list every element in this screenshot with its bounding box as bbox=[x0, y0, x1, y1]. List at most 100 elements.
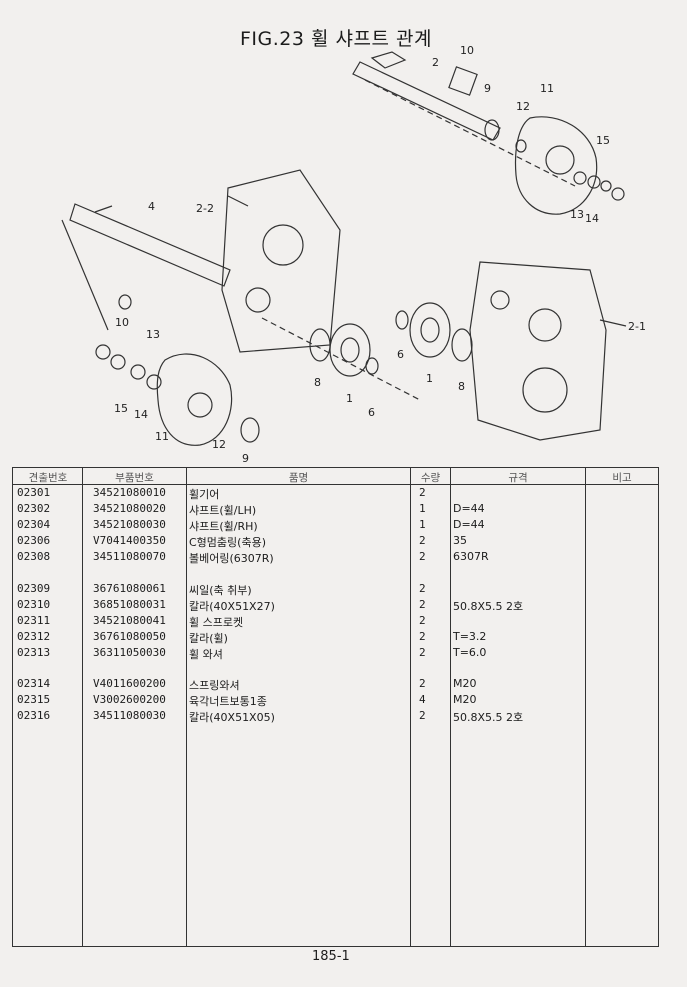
table-row: 02304 34521080030 샤프트(휠/RH) 1 D=44 bbox=[13, 518, 658, 533]
row-quantity: 2 bbox=[419, 598, 426, 611]
row-ref-number: 02315 bbox=[17, 693, 51, 706]
column-header-spec: 규격 bbox=[508, 472, 528, 484]
row-part-name: 육각너트보통1종 bbox=[189, 695, 267, 708]
gear-assembly-drawing bbox=[309, 302, 473, 377]
callout-label: 2 bbox=[432, 56, 439, 69]
callout-label: 10 bbox=[460, 44, 474, 57]
callout-label: 9 bbox=[484, 82, 491, 95]
row-quantity: 2 bbox=[419, 582, 426, 595]
row-quantity: 2 bbox=[419, 534, 426, 547]
row-ref-number: 02312 bbox=[17, 630, 51, 643]
table-header: 견출번호 부품번호 품명 수량 규격 비고 bbox=[13, 468, 658, 485]
callout-label: 13 bbox=[570, 208, 584, 221]
row-spec: 6307R bbox=[453, 550, 489, 563]
row-part-name: 칼라(40X51X05) bbox=[189, 711, 275, 724]
table-row: 02301 34521080010 휠기어 2 bbox=[13, 486, 658, 501]
row-part-name: 샤프트(휠/RH) bbox=[189, 520, 258, 533]
callout-label: 2-1 bbox=[628, 320, 646, 333]
row-spec: D=44 bbox=[453, 518, 485, 531]
row-quantity: 1 bbox=[419, 518, 426, 531]
page-title: FIG.23 휠 샤프트 관계 bbox=[240, 28, 432, 50]
row-part-number: 36761080061 bbox=[93, 582, 166, 595]
row-quantity: 2 bbox=[419, 646, 426, 659]
row-part-number: V4011600200 bbox=[93, 677, 166, 690]
callout-label: 1 bbox=[426, 372, 433, 385]
row-part-number: V7041400350 bbox=[93, 534, 166, 547]
row-ref-number: 02316 bbox=[17, 709, 51, 722]
callout-label: 9 bbox=[242, 452, 249, 465]
row-part-name: 휠 스프로켓 bbox=[189, 616, 244, 629]
row-part-number: 36851080031 bbox=[93, 598, 166, 611]
row-ref-number: 02310 bbox=[17, 598, 51, 611]
row-spec: M20 bbox=[453, 693, 477, 706]
row-quantity: 2 bbox=[419, 486, 426, 499]
row-part-name: 볼베어링(6307R) bbox=[189, 552, 274, 565]
callout-label: 2-2 bbox=[196, 202, 214, 215]
parts-table: 견출번호 부품번호 품명 수량 규격 비고 02301 34521080010 휠기… bbox=[12, 467, 659, 947]
row-part-number: 36311050030 bbox=[93, 646, 166, 659]
row-quantity: 4 bbox=[419, 693, 426, 706]
row-quantity: 2 bbox=[419, 614, 426, 627]
row-spec: 35 bbox=[453, 534, 467, 547]
row-ref-number: 02314 bbox=[17, 677, 51, 690]
row-quantity: 1 bbox=[419, 502, 426, 515]
row-spec: T=6.0 bbox=[453, 646, 487, 659]
row-part-number: 34521080041 bbox=[93, 614, 166, 627]
callout-label: 1 bbox=[346, 392, 353, 405]
table-row: 02306 V7041400350 C형멈춤링(축용) 2 35 bbox=[13, 534, 658, 549]
row-part-name: C형멈춤링(축용) bbox=[189, 536, 266, 549]
row-part-name: 휠기어 bbox=[189, 488, 220, 501]
callout-label: 8 bbox=[458, 380, 465, 393]
row-ref-number: 02311 bbox=[17, 614, 51, 627]
callout-label: 12 bbox=[516, 100, 530, 113]
column-header-part-number: 부품번호 bbox=[115, 472, 154, 484]
row-part-number: 36761080050 bbox=[93, 630, 166, 643]
row-spec: T=3.2 bbox=[453, 630, 487, 643]
row-part-name: 칼라(휠) bbox=[189, 632, 228, 645]
row-part-name: 샤프트(휠/LH) bbox=[189, 504, 257, 517]
page-number: 185-1 bbox=[312, 949, 350, 964]
row-part-number: V3002600200 bbox=[93, 693, 166, 706]
row-part-number: 34511080030 bbox=[93, 709, 166, 722]
exploded-parts-diagram: 10 2 9 12 11 15 13 14 4 2-2 10 13 15 14 … bbox=[61, 44, 646, 465]
row-ref-number: 02301 bbox=[17, 486, 51, 499]
callout-label: 12 bbox=[212, 438, 226, 451]
callout-label: 15 bbox=[596, 134, 610, 147]
callout-label: 4 bbox=[148, 200, 155, 213]
table-row: 02312 36761080050 칼라(휠) 2 T=3.2 bbox=[13, 630, 658, 645]
table-row: 02311 34521080041 휠 스프로켓 2 bbox=[13, 614, 658, 629]
callout-label: 14 bbox=[134, 408, 148, 421]
row-part-number: 34521080030 bbox=[93, 518, 166, 531]
row-ref-number: 02306 bbox=[17, 534, 51, 547]
table-row: 02313 36311050030 휠 와셔 2 T=6.0 bbox=[13, 646, 658, 661]
left-wheel-shaft-drawing bbox=[61, 169, 421, 446]
callout-label: 15 bbox=[114, 402, 128, 415]
row-ref-number: 02302 bbox=[17, 502, 51, 515]
row-spec: 50.8X5.5 2호 bbox=[453, 711, 524, 724]
row-ref-number: 02309 bbox=[17, 582, 51, 595]
callout-label: 11 bbox=[155, 430, 169, 443]
column-header-part-name: 품명 bbox=[288, 472, 309, 484]
row-part-name: 씨일(축 취부) bbox=[189, 584, 252, 597]
right-housing-drawing bbox=[469, 261, 607, 441]
table-row: 02309 36761080061 씨일(축 취부) 2 bbox=[13, 582, 658, 597]
row-part-number: 34521080010 bbox=[93, 486, 166, 499]
row-quantity: 2 bbox=[419, 677, 426, 690]
callout-label: 8 bbox=[314, 376, 321, 389]
callout-label: 6 bbox=[368, 406, 375, 419]
row-ref-number: 02313 bbox=[17, 646, 51, 659]
row-ref-number: 02308 bbox=[17, 550, 51, 563]
row-spec: 50.8X5.5 2호 bbox=[453, 600, 524, 613]
row-quantity: 2 bbox=[419, 550, 426, 563]
row-part-name: 휠 와셔 bbox=[189, 648, 223, 661]
column-header-ref: 견출번호 bbox=[28, 472, 68, 484]
row-ref-number: 02304 bbox=[17, 518, 51, 531]
row-spec: M20 bbox=[453, 677, 477, 690]
row-quantity: 2 bbox=[419, 630, 426, 643]
column-header-quantity: 수량 bbox=[420, 472, 441, 484]
